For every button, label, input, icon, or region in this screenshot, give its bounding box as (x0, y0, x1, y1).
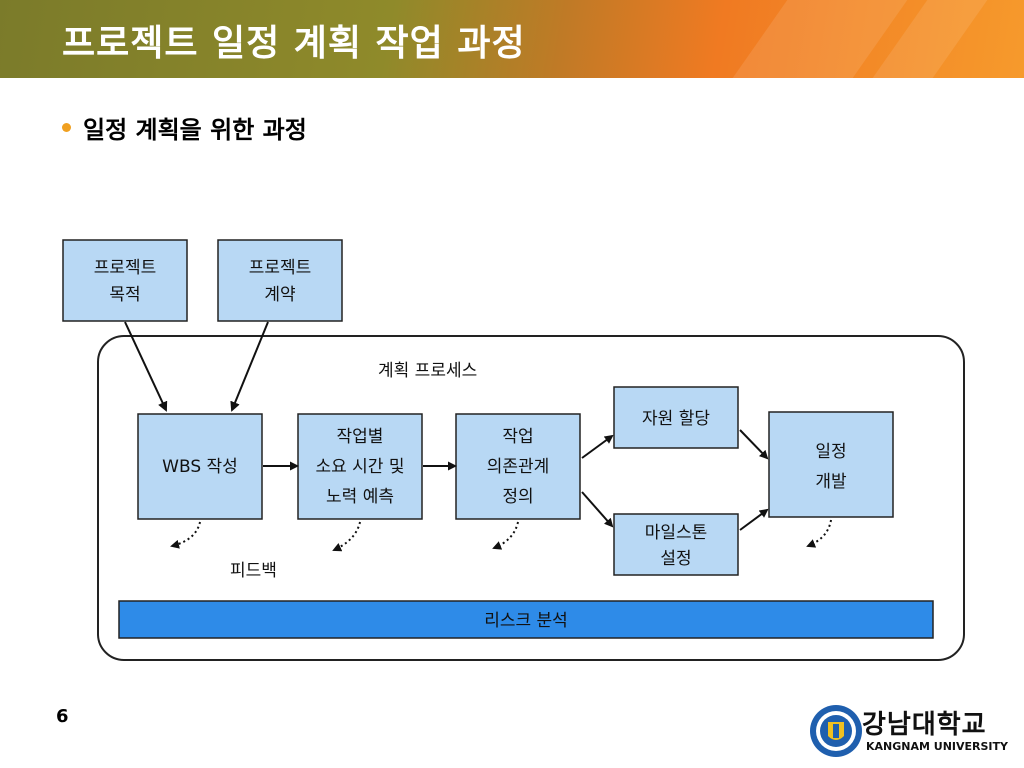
university-name-english: KANGNAM UNIVERSITY (866, 740, 1008, 753)
slide-title: 프로젝트 일정 계획 작업 과정 (62, 23, 526, 64)
resource-allocation-box: 자원 할당 (613, 386, 739, 449)
feedback-label: 피드백 (230, 561, 277, 581)
arrow-resource-to-schedule (739, 429, 769, 460)
process-label: 계획 프로세스 (378, 361, 477, 381)
project-goal-box: 프로젝트 목적 (62, 239, 188, 322)
estimate-box: 작업별 소요 시간 및 노력 예측 (297, 413, 423, 520)
project-contract-box: 프로젝트 계약 (217, 239, 343, 322)
arrow-dependency-to-resource (581, 434, 614, 459)
dependency-line-1: 작업 (502, 427, 533, 447)
university-name: 강남대학교 (862, 710, 987, 740)
dependency-line-3: 정의 (502, 487, 533, 507)
milestone-line-1: 마일스톤 (645, 523, 708, 543)
title-bar: 프로젝트 일정 계획 작업 과정 (0, 0, 1024, 78)
resource-allocation-label: 자원 할당 (642, 409, 710, 429)
risk-analysis-label: 리스크 분석 (484, 611, 568, 631)
university-logo (810, 705, 862, 757)
bullet-dot-icon (62, 123, 71, 132)
milestone-box: 마일스톤 설정 (613, 513, 739, 576)
dependency-line-2: 의존관계 (487, 457, 550, 477)
risk-analysis-bar: 리스크 분석 (118, 600, 934, 639)
project-contract-line-1: 프로젝트 (249, 258, 312, 278)
estimate-line-3: 노력 예측 (326, 487, 394, 507)
arrow-dependency-to-milestone (581, 491, 614, 528)
estimate-line-2: 소요 시간 및 (315, 457, 404, 477)
bullet-item: 일정 계획을 위한 과정 (62, 110, 307, 145)
page-number: 6 (56, 706, 69, 727)
feedback-arrow-1 (170, 521, 201, 549)
milestone-line-2: 설정 (660, 549, 691, 569)
project-goal-line-1: 프로젝트 (94, 258, 157, 278)
dependency-box: 작업 의존관계 정의 (455, 413, 581, 520)
wbs-label: WBS 작성 (162, 457, 238, 477)
arrow-goal-to-wbs (124, 321, 168, 412)
arrow-milestone-to-schedule (739, 508, 769, 531)
wbs-box: WBS 작성 (137, 413, 263, 520)
project-contract-line-2: 계약 (264, 285, 295, 305)
bullet-text: 일정 계획을 위한 과정 (83, 116, 307, 144)
estimate-line-1: 작업별 (337, 427, 384, 447)
schedule-line-1: 일정 (815, 442, 846, 462)
schedule-line-2: 개발 (815, 472, 847, 492)
feedback-arrow-2 (332, 521, 361, 552)
schedule-box: 일정 개발 (768, 411, 894, 518)
arrow-contract-to-wbs (230, 321, 269, 412)
project-goal-line-2: 목적 (109, 285, 140, 305)
